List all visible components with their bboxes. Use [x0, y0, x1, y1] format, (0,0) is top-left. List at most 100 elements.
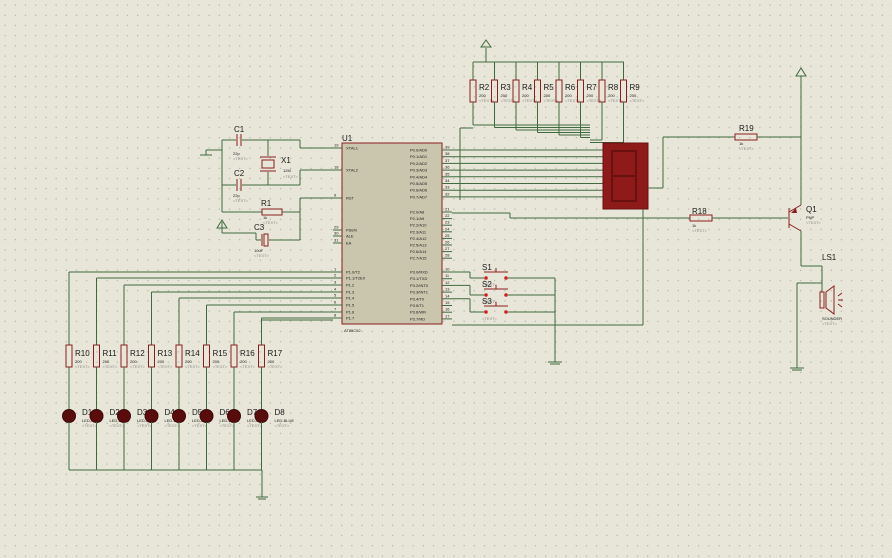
u1-pin-number: 32 [445, 191, 450, 196]
led-resistor-value: 200 [158, 359, 165, 364]
pullup-text: <TEXT> [544, 98, 560, 103]
u1-pin-number: 39 [445, 145, 450, 150]
u1-pin-number: 26 [445, 240, 450, 245]
u1-pin-name: P0.1/AD1 [410, 154, 428, 159]
u1-pin-name: P1.2 [346, 283, 355, 288]
u1-pin-number: 15 [445, 300, 450, 305]
led-resistor-text: <TEXT> [158, 364, 174, 369]
push-switch[interactable]: S3<TEXT> [452, 297, 509, 321]
r1-ref: R1 [261, 199, 272, 208]
pullup-value: 200 [501, 93, 508, 98]
u1-pin-name: P3.4/T0 [410, 296, 425, 301]
c2-value: 22p [233, 193, 240, 198]
led-resistor-value: 200 [75, 359, 82, 364]
u1-pin-name: PSEN [346, 228, 357, 233]
u1-pin-number: 7 [334, 307, 337, 312]
pullup-value: 200 [479, 93, 486, 98]
pullup-resistor-network[interactable]: R2200<TEXT>R3200<TEXT>R4200<TEXT>R5200<T… [452, 62, 645, 200]
u1-pin-number: 19 [334, 143, 339, 148]
u1-microcontroller[interactable]: U1 AT89C52 XTAL119XTAL218RST9PSEN29ALE30… [333, 134, 452, 333]
c2-ref: C2 [234, 169, 245, 178]
u1-pin-number: 3 [334, 280, 337, 285]
u1-pin-name: P0.7/AD7 [410, 194, 428, 199]
reset-circuit[interactable]: R1 1k <TEXT> C3 10uF <TEXT> [216, 197, 333, 258]
pullup-text: <TEXT> [501, 98, 517, 103]
oscillator-circuit[interactable]: C1 22p <TEXT> C2 22p <TEXT> X1 12M <TEXT… [200, 125, 333, 213]
u1-pin-number: 37 [445, 158, 450, 163]
led-text: <TEXT> [275, 423, 291, 428]
u1-pin-name: P2.7/A15 [410, 256, 427, 261]
r18-value: 1k [692, 223, 696, 228]
r19-value: 1k [739, 141, 743, 146]
pullup-text: <TEXT> [608, 98, 624, 103]
u1-pin-number: 21 [445, 207, 450, 212]
u1-pin-name: RST [346, 196, 355, 201]
u1-pin-name: P0.2/AD2 [410, 161, 428, 166]
led-bank[interactable]: R10200<TEXT>D1LED-BLUE<TEXT>R11200<TEXT>… [62, 271, 334, 470]
switch-text: <TEXT> [482, 299, 498, 304]
led-resistor-text: <TEXT> [103, 364, 119, 369]
r1-text: <TEXT> [263, 220, 279, 225]
u1-pin-name: P3.0/RXD [410, 270, 428, 275]
u1-pin-name: P0.4/AD4 [410, 174, 428, 179]
u1-pin-name: P1.4 [346, 296, 355, 301]
u1-pin-name: P2.1/A9 [410, 216, 425, 221]
c1-value: 22p [233, 151, 240, 156]
u1-pin-name: P0.3/AD3 [410, 168, 428, 173]
pullup-ref: R5 [544, 83, 555, 92]
pullup-value: 200 [522, 93, 529, 98]
u1-pin-number: 8 [334, 313, 337, 318]
sounder-driver[interactable]: R19 1k <TEXT> R18 1k <TEXT> Q1 PNP <TEXT… [452, 67, 843, 371]
u1-pin-number: 25 [445, 233, 450, 238]
pullup-value: 200 [544, 93, 551, 98]
pullup-value: 200 [630, 93, 637, 98]
u1-pin-name: P1.0/T2 [346, 270, 361, 275]
led-resistor-ref: R17 [268, 349, 283, 358]
pullup-ref: R4 [522, 83, 533, 92]
u1-pin-number: 5 [334, 293, 337, 298]
u1-pin-number: 35 [445, 171, 450, 176]
led-resistor-text: <TEXT> [130, 364, 146, 369]
u1-pin-number: 9 [334, 193, 337, 198]
seven-segment-display[interactable] [602, 142, 649, 210]
switch-ref: S3 [482, 297, 492, 306]
u1-pin-name: P3.6/WR [410, 310, 426, 315]
led-resistor-value: 200 [213, 359, 220, 364]
switch-group[interactable]: S1<TEXT>S2<TEXT>S3<TEXT> [452, 263, 509, 321]
led-resistor-text: <TEXT> [213, 364, 229, 369]
x1-ref: X1 [281, 156, 291, 165]
c3-text: <TEXT> [254, 253, 270, 258]
led-ref: D7 [247, 408, 258, 417]
r19-text: <TEXT> [739, 146, 755, 151]
led-resistor-value: 200 [185, 359, 192, 364]
pullup-ref: R2 [479, 83, 490, 92]
led-ref: D6 [220, 408, 231, 417]
pullup-text: <TEXT> [587, 98, 603, 103]
led-text: <TEXT> [247, 423, 263, 428]
u1-pin-number: 28 [445, 253, 450, 258]
u1-pin-number: 4 [334, 287, 337, 292]
pullup-value: 200 [608, 93, 615, 98]
led-text: <TEXT> [165, 423, 181, 428]
push-switch[interactable]: S2<TEXT> [452, 280, 509, 304]
led-indicator [172, 409, 186, 423]
pullup-ref: R9 [630, 83, 641, 92]
push-switch[interactable]: S1<TEXT> [452, 263, 509, 287]
u1-pin-number: 10 [445, 267, 450, 272]
led-ref: D5 [192, 408, 203, 417]
pullup-text: <TEXT> [565, 98, 581, 103]
u1-pin-number: 14 [445, 293, 450, 298]
u1-pin-name: P0.5/AD5 [410, 181, 428, 186]
u1-pin-number: 6 [334, 300, 337, 305]
led-resistor-value: 200 [103, 359, 110, 364]
